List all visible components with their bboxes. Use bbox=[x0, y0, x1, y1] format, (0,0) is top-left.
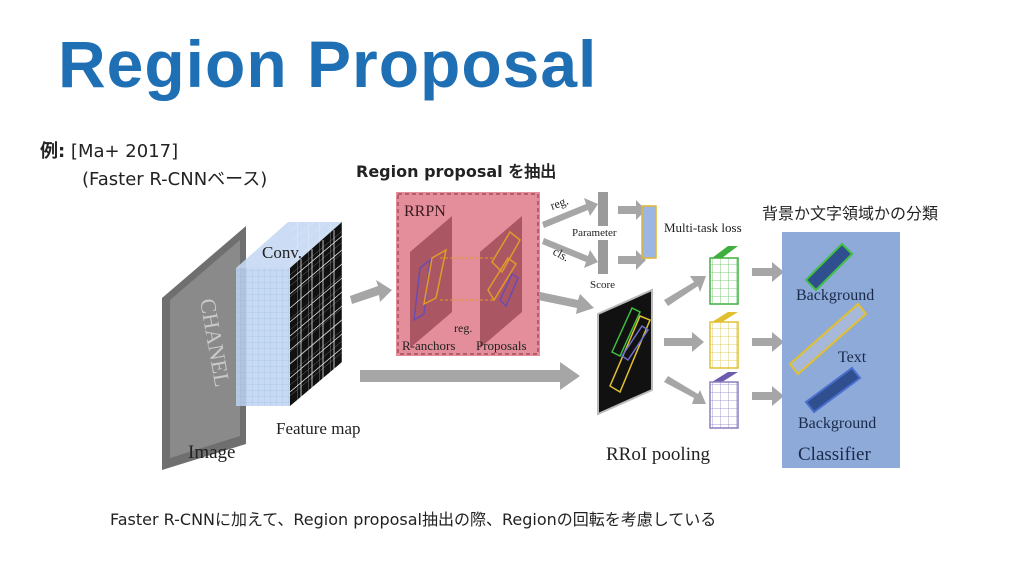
cls-label: cls. bbox=[551, 244, 572, 264]
slide-caption: Faster R-CNNに加えて、Region proposal抽出の際、Reg… bbox=[110, 510, 717, 529]
reference-label: 例: bbox=[40, 141, 66, 162]
r-anchors-label: R-anchors bbox=[402, 338, 455, 353]
parameter-label: Parameter bbox=[572, 227, 617, 239]
reference-note: (Faster R-CNNベース) bbox=[82, 169, 268, 190]
annotation-classification: 背景か文字領域かの分類 bbox=[762, 204, 939, 223]
input-image: CHANEL bbox=[162, 226, 246, 470]
reference-block: 例: [Ma+ 2017] (Faster R-CNNベース) bbox=[40, 138, 267, 194]
classifier-box bbox=[782, 232, 900, 468]
pooled-purple bbox=[709, 372, 739, 429]
multitask-label: Multi-task loss bbox=[664, 220, 742, 235]
background-label-2: Background bbox=[798, 415, 876, 432]
rroi-pooling-label: RRoI pooling bbox=[606, 444, 710, 465]
slide-title: Region Proposal bbox=[58, 27, 598, 101]
feature-map-cube bbox=[236, 178, 343, 406]
classifier-label: Classifier bbox=[798, 444, 871, 465]
arrow-to-rroi bbox=[360, 362, 580, 390]
reg-label: reg. bbox=[548, 193, 570, 212]
rroi-feature-map bbox=[597, 288, 653, 416]
background-label-1: Background bbox=[796, 287, 874, 304]
annotation-region-proposal: Region proposal を抽出 bbox=[356, 162, 557, 181]
image-label: Image bbox=[188, 442, 235, 463]
rrpn-label: RRPN bbox=[404, 203, 446, 220]
score-label: Score bbox=[590, 279, 615, 291]
text-label: Text bbox=[838, 349, 867, 366]
pooled-yellow bbox=[709, 312, 739, 369]
classifier-arrows bbox=[752, 262, 784, 406]
reg-small-label: reg. bbox=[454, 321, 472, 335]
feature-map-label: Feature map bbox=[276, 419, 361, 438]
branch-arrows bbox=[542, 192, 646, 274]
proposals-label: Proposals bbox=[476, 338, 527, 353]
rrpn-box bbox=[396, 192, 540, 356]
pool-arrows bbox=[664, 276, 706, 404]
reference-cite: [Ma+ 2017] bbox=[65, 141, 179, 162]
conv-label: Conv. bbox=[262, 243, 302, 262]
multitask-bar bbox=[641, 205, 657, 259]
flow-arrows bbox=[350, 280, 594, 390]
pooled-green bbox=[709, 246, 739, 305]
